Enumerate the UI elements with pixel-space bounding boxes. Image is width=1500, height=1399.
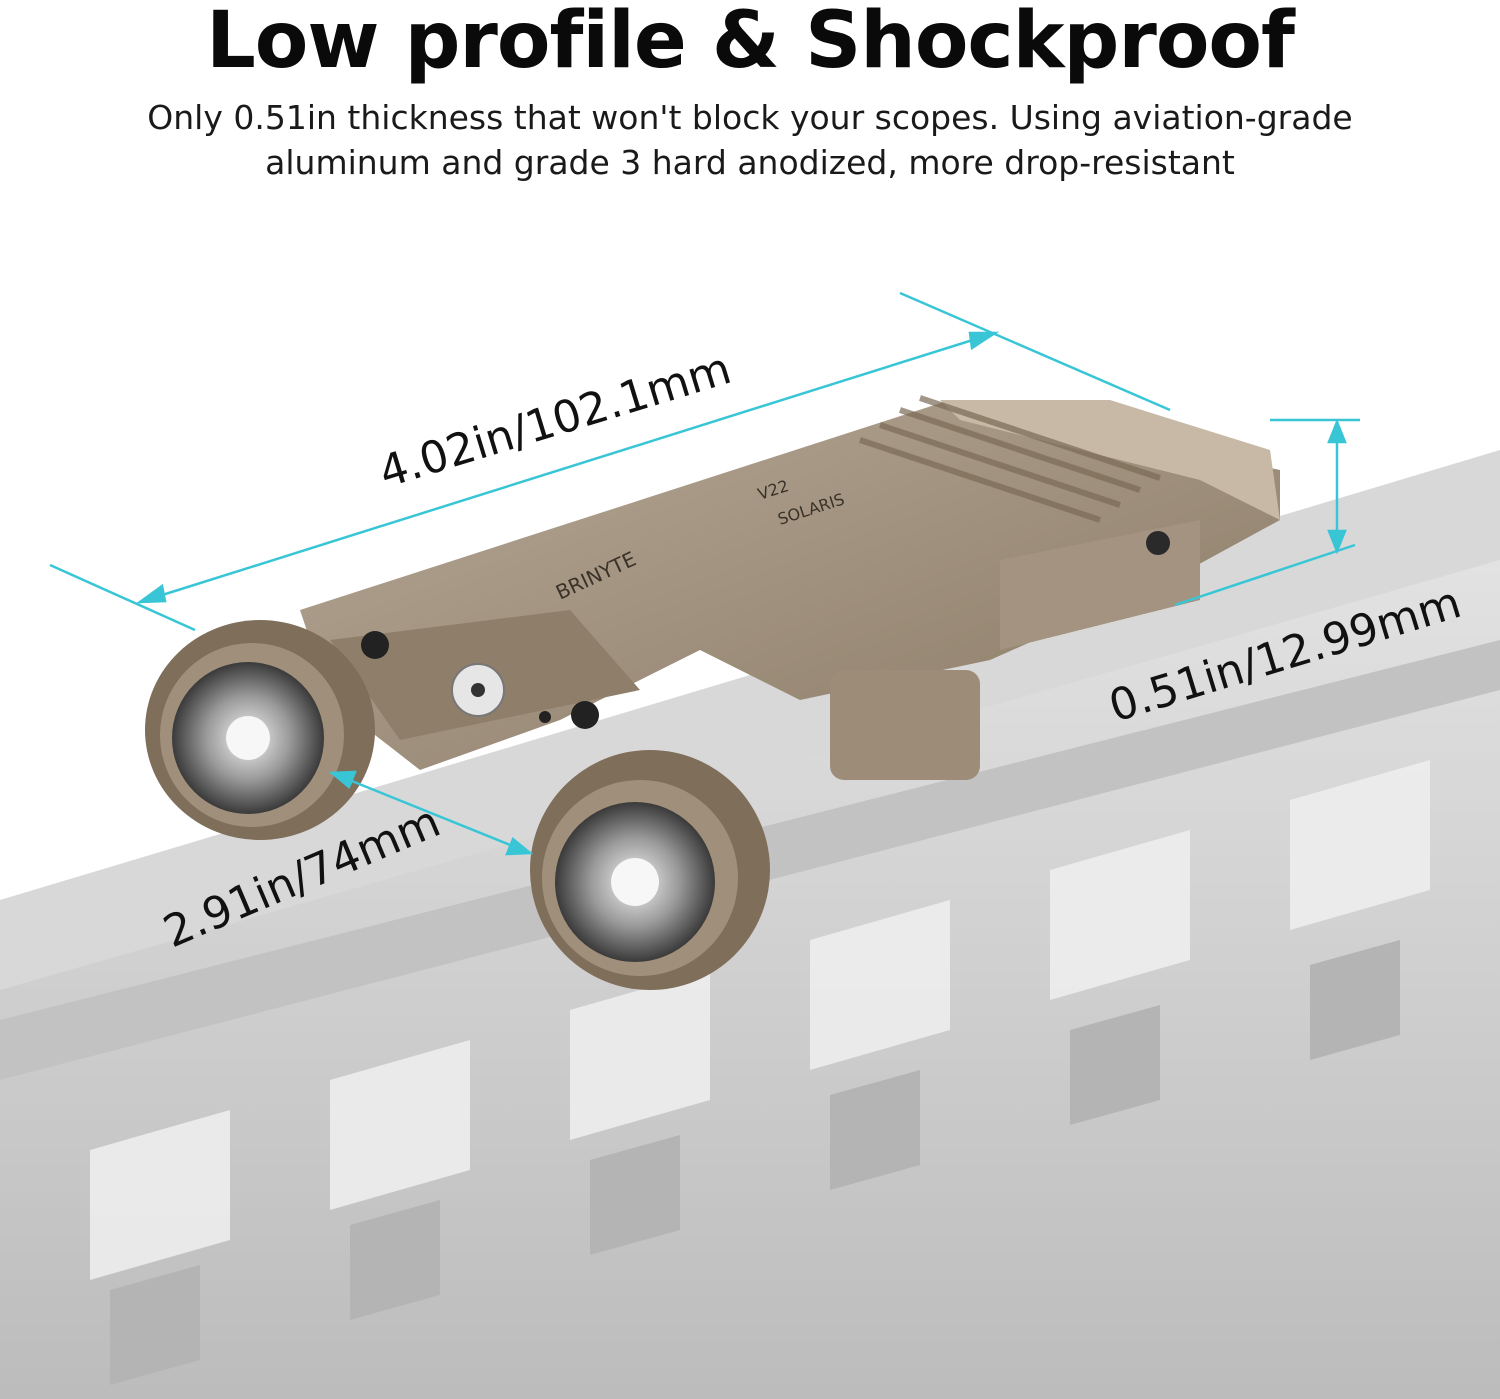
length-dimension-line [139, 331, 996, 604]
left-light-head [145, 620, 375, 840]
rail-handguard [0, 450, 1500, 1399]
spacing-dimension-line [331, 771, 531, 855]
subtitle: Only 0.51in thickness that won't block y… [0, 95, 1500, 185]
page-title: Low profile & Shockproof [206, 0, 1295, 86]
dimension-lines [49, 291, 1360, 856]
length-label: 4.02in/102.1mm [373, 343, 737, 498]
subtitle-line-1: Only 0.51in thickness that won't block y… [147, 98, 1353, 137]
right-light-head [530, 750, 770, 990]
subtitle-line-2: aluminum and grade 3 hard anodized, more… [265, 143, 1235, 182]
weapon-light-body [300, 395, 1280, 780]
